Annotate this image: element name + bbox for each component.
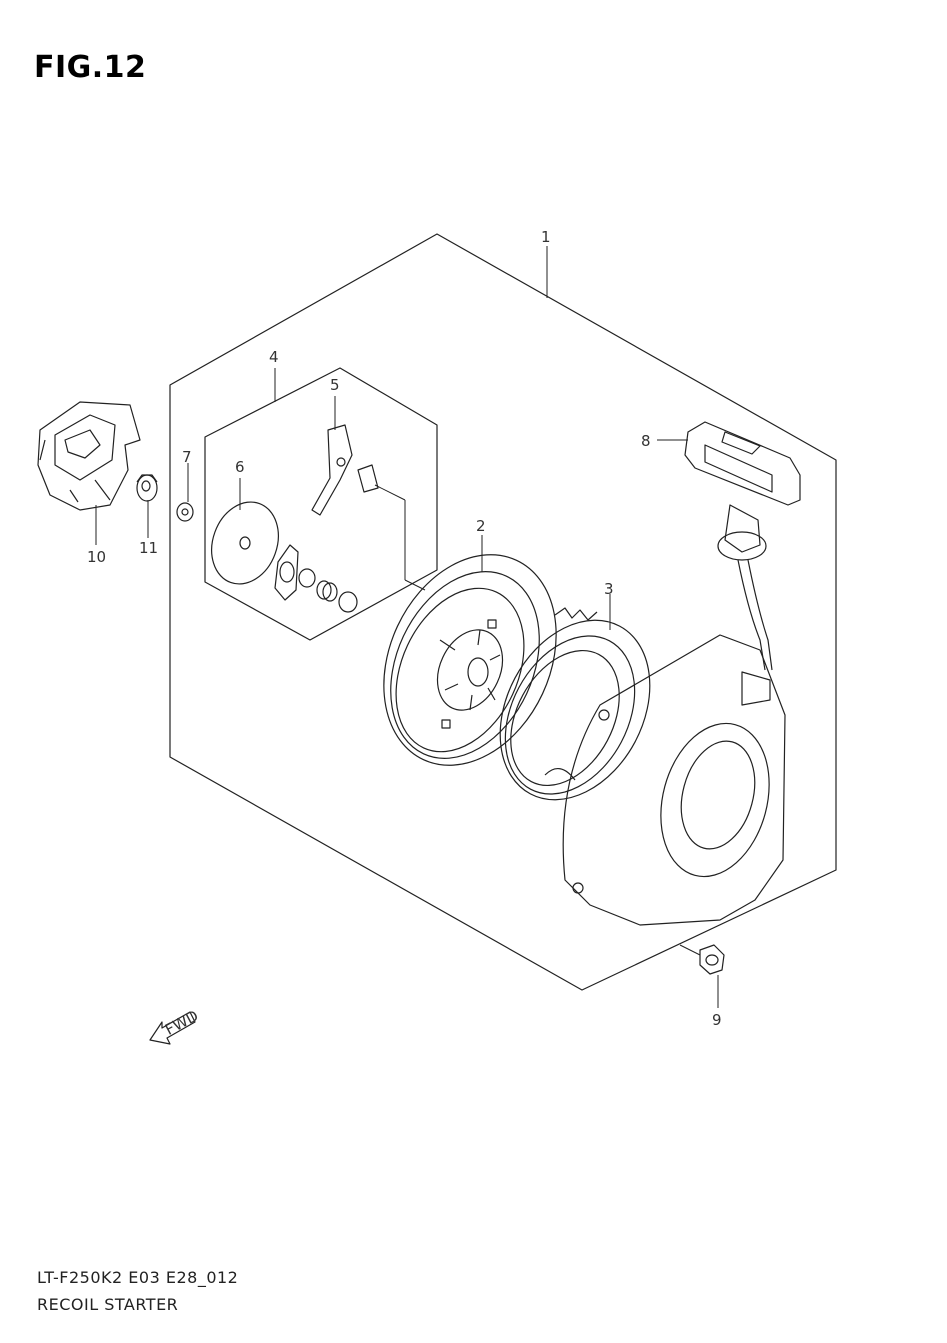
assembly-name: RECOIL STARTER xyxy=(37,1295,179,1314)
callout-3: 3 xyxy=(604,580,614,598)
part-4-guide-parts xyxy=(274,544,358,613)
callout-2: 2 xyxy=(476,517,486,535)
fwd-label: FWD xyxy=(162,1007,201,1039)
subassembly-outline xyxy=(204,367,438,641)
part-6-friction-plate xyxy=(211,501,279,585)
callout-9: 9 xyxy=(712,1011,722,1029)
callout-8: 8 xyxy=(641,432,651,450)
leader-lines xyxy=(95,246,719,1008)
figure-title: FIG.12 xyxy=(34,50,147,85)
starter-case xyxy=(562,634,786,926)
part-9-bolt xyxy=(699,944,725,975)
assembly-outline xyxy=(169,233,837,991)
callout-1: 1 xyxy=(541,228,551,246)
part-3-recoil-spring xyxy=(499,607,651,801)
fwd-arrow-icon xyxy=(149,1011,196,1045)
callout-10: 10 xyxy=(87,548,106,566)
part-5-pawl xyxy=(311,424,379,516)
callout-6: 6 xyxy=(235,458,245,476)
part-10-ratchet-plate xyxy=(37,401,141,511)
part-11-nut xyxy=(136,474,158,502)
part-2-reel xyxy=(383,554,557,766)
model-code: LT-F250K2 E03 E28_012 xyxy=(37,1268,239,1287)
callout-5: 5 xyxy=(330,376,340,394)
callout-4: 4 xyxy=(269,348,279,366)
part-7-clip xyxy=(176,502,194,522)
part-8-starter-handle xyxy=(684,421,801,671)
callout-7: 7 xyxy=(182,448,192,466)
callout-11: 11 xyxy=(139,539,158,557)
